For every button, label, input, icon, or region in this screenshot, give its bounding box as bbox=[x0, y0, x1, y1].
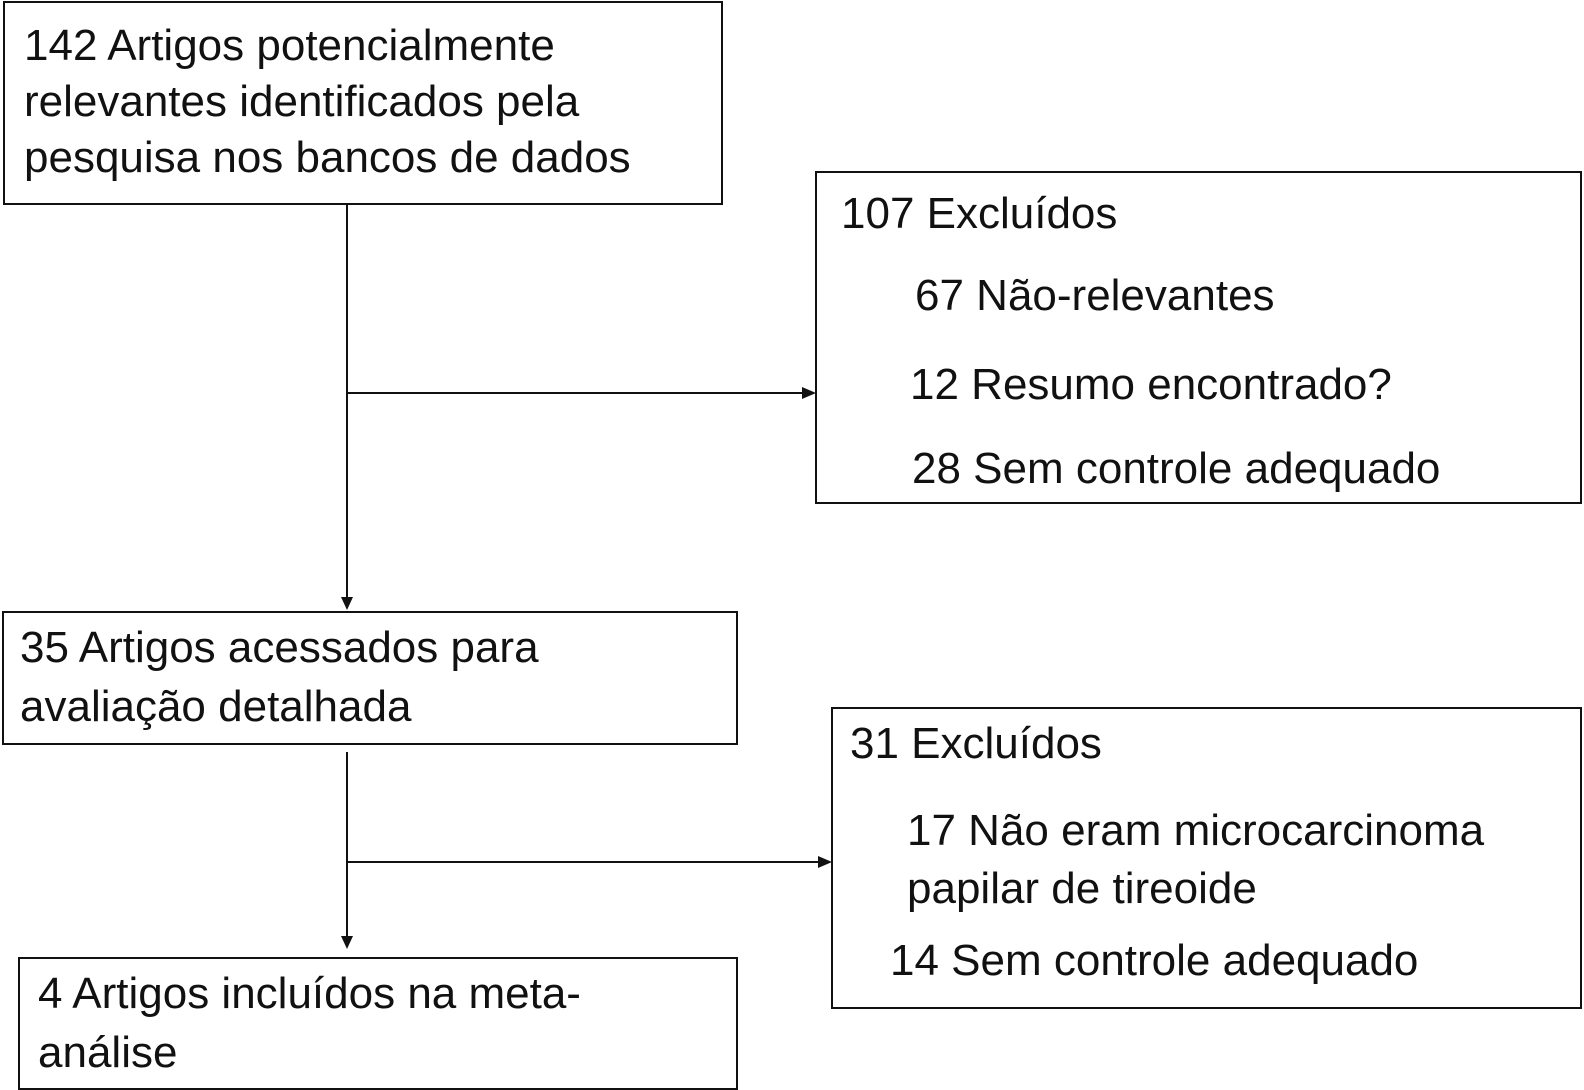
excluded-box-2 bbox=[831, 707, 1582, 1009]
excluded-1-item: 12 Resumo encontrado? bbox=[910, 360, 1392, 409]
arrowhead-to-excluded-1 bbox=[802, 387, 816, 399]
excluded-1-heading: 107 Excluídos bbox=[841, 189, 1118, 238]
included-line-2: análise bbox=[38, 1028, 178, 1077]
assessed-line-2: avaliação detalhada bbox=[20, 682, 412, 731]
excluded-2-item-continuation: papilar de tireoide bbox=[907, 864, 1257, 913]
excluded-2-item: 14 Sem controle adequado bbox=[890, 936, 1419, 985]
arrowhead-to-excluded-2 bbox=[818, 856, 832, 868]
excluded-box-1 bbox=[815, 171, 1582, 504]
excluded-2-item: 17 Não eram microcarcinoma bbox=[907, 806, 1485, 855]
identified-line-2: relevantes identificados pela bbox=[24, 77, 580, 126]
excluded-1-item: 67 Não-relevantes bbox=[915, 271, 1275, 320]
excluded-2-heading: 31 Excluídos bbox=[850, 719, 1102, 768]
identified-articles-box bbox=[3, 1, 723, 205]
identified-line-3: pesquisa nos bancos de dados bbox=[24, 133, 631, 182]
arrowhead-to-assessed bbox=[341, 597, 353, 610]
included-articles-box bbox=[18, 957, 738, 1090]
excluded-1-item: 28 Sem controle adequado bbox=[912, 444, 1441, 493]
identified-line-1: 142 Artigos potencialmente bbox=[24, 21, 555, 70]
assessed-line-1: 35 Artigos acessados para bbox=[20, 623, 539, 672]
assessed-articles-box bbox=[2, 611, 738, 745]
arrowhead-to-included bbox=[341, 936, 353, 949]
included-line-1: 4 Artigos incluídos na meta- bbox=[38, 969, 581, 1018]
